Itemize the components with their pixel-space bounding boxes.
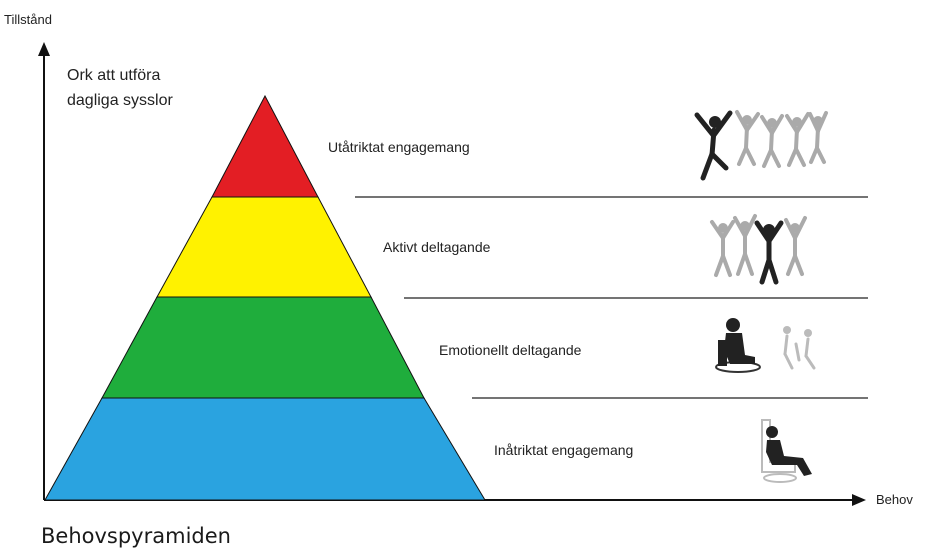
pyramid-level-3 xyxy=(101,296,425,399)
level-label-2: Aktivt deltagande xyxy=(383,239,491,255)
group-cheering-icon xyxy=(710,214,807,285)
person-in-chair-icon xyxy=(761,419,812,483)
top-left-label-line-1: Ork att utföra xyxy=(67,67,160,84)
level-label-4: Inåtriktat engagemang xyxy=(494,442,633,458)
y-axis-arrow-icon xyxy=(38,42,50,56)
x-axis-arrow-icon xyxy=(852,494,866,506)
top-left-label-line-2: dagliga sysslor xyxy=(67,92,174,109)
diagram-caption: Behovspyramiden xyxy=(41,524,231,548)
y-axis-label: Tillstånd xyxy=(4,12,52,27)
group-dancing-icon xyxy=(694,110,828,181)
level-label-1: Utåtriktat engagemang xyxy=(328,139,470,155)
pyramid-level-4 xyxy=(44,397,486,501)
level-label-3: Emotionellt deltagande xyxy=(439,342,582,358)
pyramid-level-1 xyxy=(211,94,319,198)
sitting-people-icon xyxy=(715,318,816,373)
pyramid-level-2 xyxy=(156,196,372,298)
x-axis-label: Behov xyxy=(876,492,913,507)
